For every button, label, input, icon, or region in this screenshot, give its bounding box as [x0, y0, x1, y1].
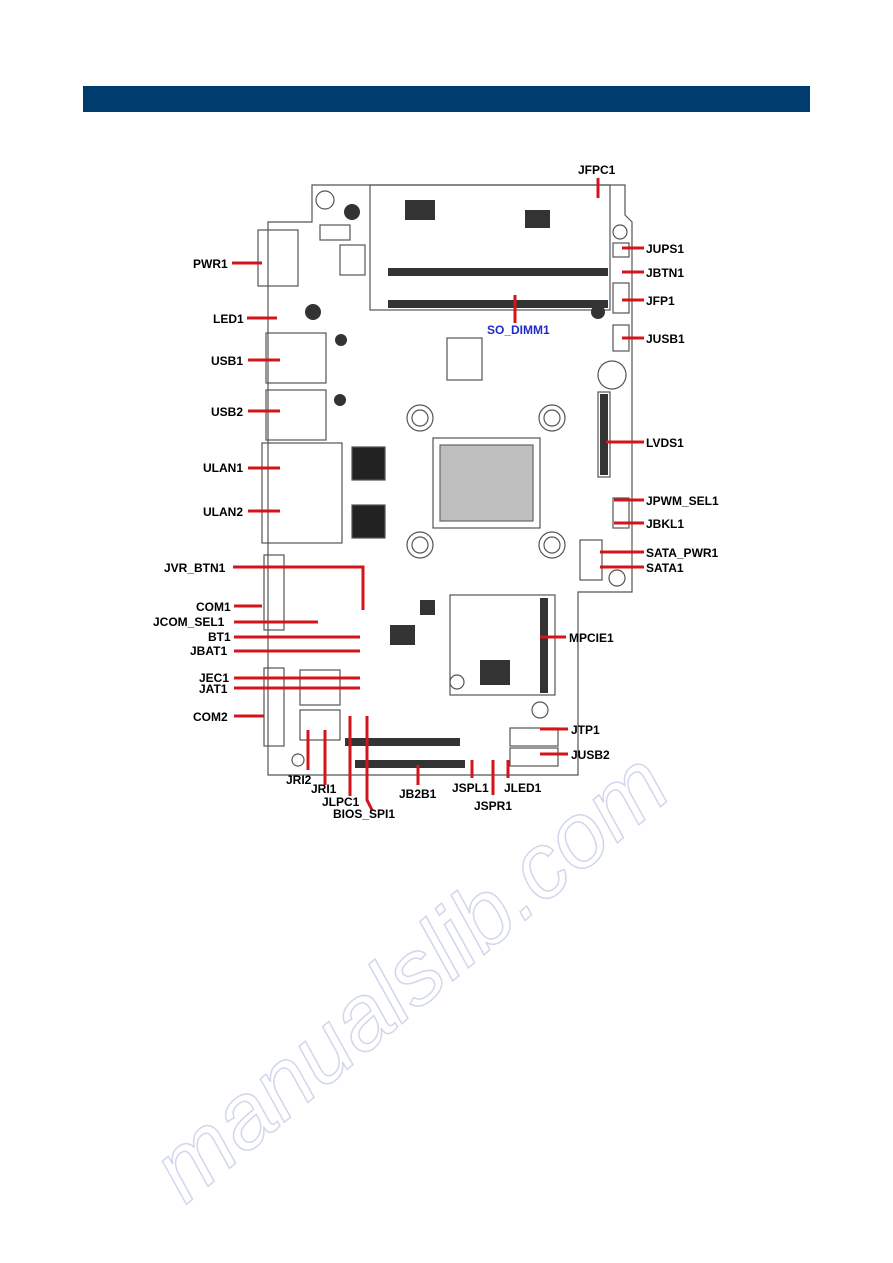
- label-led1: LED1: [213, 312, 244, 326]
- label-jb2b1: JB2B1: [399, 787, 437, 801]
- label-jvr-btn1: JVR_BTN1: [164, 561, 226, 575]
- label-so-dimm1: SO_DIMM1: [487, 323, 550, 337]
- label-jat1: JAT1: [199, 682, 228, 696]
- label-sata1: SATA1: [646, 561, 684, 575]
- board-outline: [267, 184, 633, 776]
- label-jcom-sel1: JCOM_SEL1: [153, 615, 225, 629]
- label-jusb1: JUSB1: [646, 332, 685, 346]
- label-jbtn1: JBTN1: [646, 266, 685, 280]
- label-jspl1: JSPL1: [452, 781, 489, 795]
- label-bt1: BT1: [208, 630, 231, 644]
- label-jlpc1: JLPC1: [322, 795, 360, 809]
- label-ulan2: ULAN2: [203, 505, 244, 519]
- label-jbkl1: JBKL1: [646, 517, 685, 531]
- label-jfp1: JFP1: [646, 294, 675, 308]
- label-bios-spi1: BIOS_SPI1: [333, 807, 396, 821]
- label-jbat1: JBAT1: [190, 644, 228, 658]
- label-jups1: JUPS1: [646, 242, 685, 256]
- label-jec1: JEC1: [199, 671, 230, 685]
- label-com1: COM1: [196, 600, 231, 614]
- label-ulan1: ULAN1: [203, 461, 244, 475]
- label-usb1: USB1: [211, 354, 244, 368]
- label-jri1: JRI1: [311, 782, 337, 796]
- leader-lines: [232, 178, 644, 811]
- header-bar: [83, 86, 810, 112]
- label-jfpc1: JFPC1: [578, 163, 616, 177]
- label-usb2: USB2: [211, 405, 244, 419]
- label-lvds1: LVDS1: [646, 436, 684, 450]
- label-sata-pwr1: SATA_PWR1: [646, 546, 719, 560]
- label-jled1: JLED1: [504, 781, 542, 795]
- label-jpwm-sel1: JPWM_SEL1: [646, 494, 719, 508]
- label-jusb2: JUSB2: [571, 748, 610, 762]
- label-com2: COM2: [193, 710, 228, 724]
- label-pwr1: PWR1: [193, 257, 228, 271]
- label-mpcie1: MPCIE1: [569, 631, 614, 645]
- label-jri2: JRI2: [286, 773, 312, 787]
- label-jspr1: JSPR1: [474, 799, 513, 813]
- label-jtp1: JTP1: [571, 723, 600, 737]
